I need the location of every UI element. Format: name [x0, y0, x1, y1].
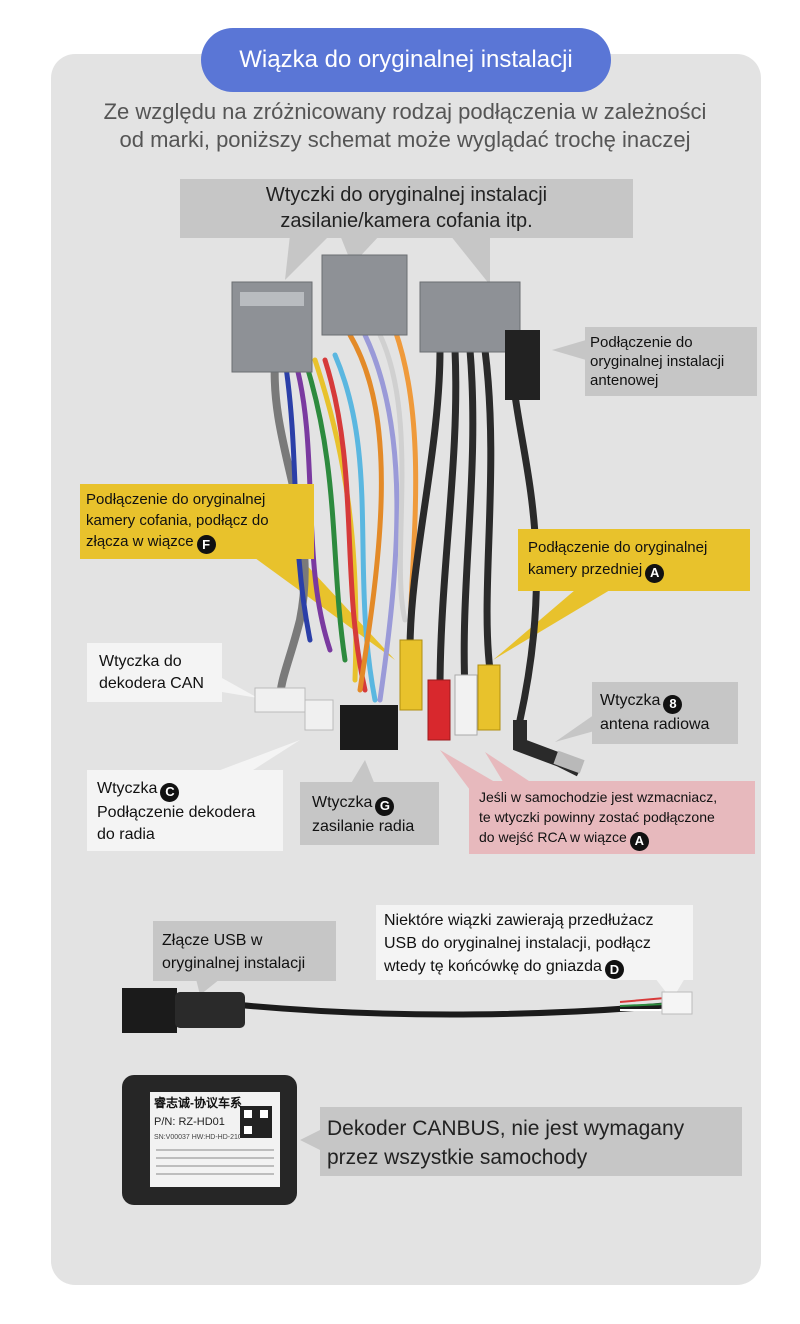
badge-a-front: A — [645, 563, 665, 583]
label-decoder-plug-line-3: do radia — [97, 825, 155, 843]
decoder-sticker-sn: SN:V00037 HW:HD-HD-2107 — [154, 1134, 240, 1141]
label-top-plugs-line-1: Wtyczki do oryginalnej instalacji — [265, 184, 548, 206]
label-rear-camera-line-3: złącza w wiązce — [86, 533, 194, 550]
label-can-plug: Wtyczka do dekodera CAN — [87, 643, 222, 702]
canbus-decoder-box — [122, 1075, 297, 1205]
top-connectors — [231, 254, 540, 400]
pointer-usb-extension — [655, 978, 685, 1000]
pointer-can — [222, 678, 258, 698]
pointer-radio-antenna — [555, 712, 598, 742]
rca-yellow-rear — [399, 639, 423, 711]
page-title: Wiązka do oryginalnej instalacji — [201, 28, 611, 92]
pointer-antenna — [552, 340, 586, 360]
label-usb-extension-line-2: USB do oryginalnej instalacji, podłącz — [384, 935, 651, 952]
badge-g: G — [375, 796, 395, 816]
decoder-plug — [304, 699, 334, 731]
badge-d: D — [604, 960, 624, 979]
bottom-plugs — [254, 639, 585, 777]
page-title-text: Wiązka do oryginalnej instalacji — [239, 46, 573, 73]
label-antenna-line-1: Podłączenie do — [590, 334, 693, 351]
label-radio-power-line-1: Wtyczka — [312, 794, 373, 811]
label-canbus-line-2: przez wszystkie samochody — [327, 1146, 588, 1169]
subtitle: Ze względu na zróżnicowany rodzaj podłąc… — [60, 98, 750, 154]
label-amplifier-line-2: te wtyczki powinny zostać podłączone — [479, 809, 715, 825]
pointer-top-right — [450, 235, 490, 285]
decoder-sticker-brand: 睿志诚-协议车系 — [154, 1096, 242, 1110]
rca-red — [427, 679, 451, 741]
decoder-sticker-pn: P/N: RZ-HD01 — [154, 1116, 225, 1128]
subtitle-line-2: od marki, poniższy schemat może wyglądać… — [119, 127, 691, 152]
label-can-line-1: Wtyczka do — [99, 653, 182, 670]
pointer-top-left — [285, 235, 330, 280]
label-usb-line-1: Złącze USB w — [162, 932, 263, 949]
label-rear-camera: Podłączenie do oryginalnej kamery cofani… — [80, 484, 314, 559]
pointer-rear-camera — [255, 558, 395, 660]
label-radio-power-line-2: zasilanie radia — [312, 817, 415, 835]
label-rear-camera-line-2: kamery cofania, podłącz do — [86, 512, 269, 529]
connector-middle — [321, 254, 408, 336]
pointer-front-camera — [493, 590, 610, 660]
label-antenna-line-2: oryginalnej instalacji — [590, 353, 725, 370]
label-front-camera-line-1: Podłączenie do oryginalnej — [528, 539, 708, 556]
rca-yellow-front — [477, 664, 501, 731]
label-front-camera-line-2: kamery przedniej — [528, 561, 643, 578]
badge-f: F — [196, 535, 216, 554]
power-plug — [340, 705, 398, 750]
antenna-connector — [505, 330, 540, 400]
pointer-amplifier-red — [440, 750, 500, 790]
usb-cable — [122, 988, 693, 1033]
harness-wires — [270, 327, 540, 724]
label-can-line-2: dekodera CAN — [99, 675, 204, 692]
label-front-camera: Podłączenie do oryginalnej kamery przedn… — [518, 529, 750, 591]
label-usb-extension-line-3: wtedy tę końcówkę do gniazda — [384, 958, 602, 975]
connector-right — [419, 281, 521, 353]
label-top-plugs-line-2: zasilanie/kamera cofania itp. — [280, 210, 533, 232]
label-amplifier: Jeśli w samochodzie jest wzmacniacz, te … — [469, 781, 755, 854]
label-usb-extension: Niektóre wiązki zawierają przedłużacz US… — [376, 905, 693, 980]
label-antenna-connection: Podłączenie do oryginalnej instalacji an… — [585, 327, 757, 396]
usb-connector — [122, 988, 177, 1033]
label-radio-antenna-line-2: antena radiowa — [600, 715, 710, 733]
label-decoder-plug-line-1: Wtyczka — [97, 780, 158, 797]
pointer-decoder-plug — [215, 740, 300, 772]
label-usb-connector: Złącze USB w oryginalnej instalacji — [153, 921, 336, 981]
label-decoder-plug-line-2: Podłączenie dekodera — [97, 803, 256, 821]
rca-white — [454, 674, 478, 736]
usb-extension-plug — [661, 991, 693, 1015]
label-usb-extension-line-1: Niektóre wiązki zawierają przedłużacz — [384, 912, 654, 929]
badge-8: 8 — [663, 694, 683, 714]
label-usb-line-2: oryginalnej instalacji — [162, 955, 306, 972]
label-antenna-line-3: antenowej — [590, 372, 659, 389]
label-amplifier-line-3: do wejść RCA w wiązce — [479, 829, 627, 845]
can-plug — [254, 687, 306, 713]
subtitle-line-1: Ze względu na zróżnicowany rodzaj podłąc… — [103, 99, 707, 124]
label-canbus-line-1: Dekoder CANBUS, nie jest wymagany — [327, 1117, 685, 1140]
label-amplifier-line-1: Jeśli w samochodzie jest wzmacniacz, — [479, 789, 718, 805]
label-canbus-decoder: Dekoder CANBUS, nie jest wymagany przez … — [320, 1107, 742, 1176]
badge-a-amplifier: A — [629, 831, 649, 851]
badge-c: C — [160, 782, 180, 802]
label-rear-camera-line-1: Podłączenie do oryginalnej — [86, 491, 266, 508]
pointer-decoder — [300, 1130, 320, 1150]
pointer-amplifier-white — [485, 752, 535, 785]
label-radio-antenna-line-1: Wtyczka — [600, 692, 661, 709]
label-top-plugs: Wtyczki do oryginalnej instalacji zasila… — [180, 179, 633, 238]
pointer-radio-power — [350, 760, 375, 785]
